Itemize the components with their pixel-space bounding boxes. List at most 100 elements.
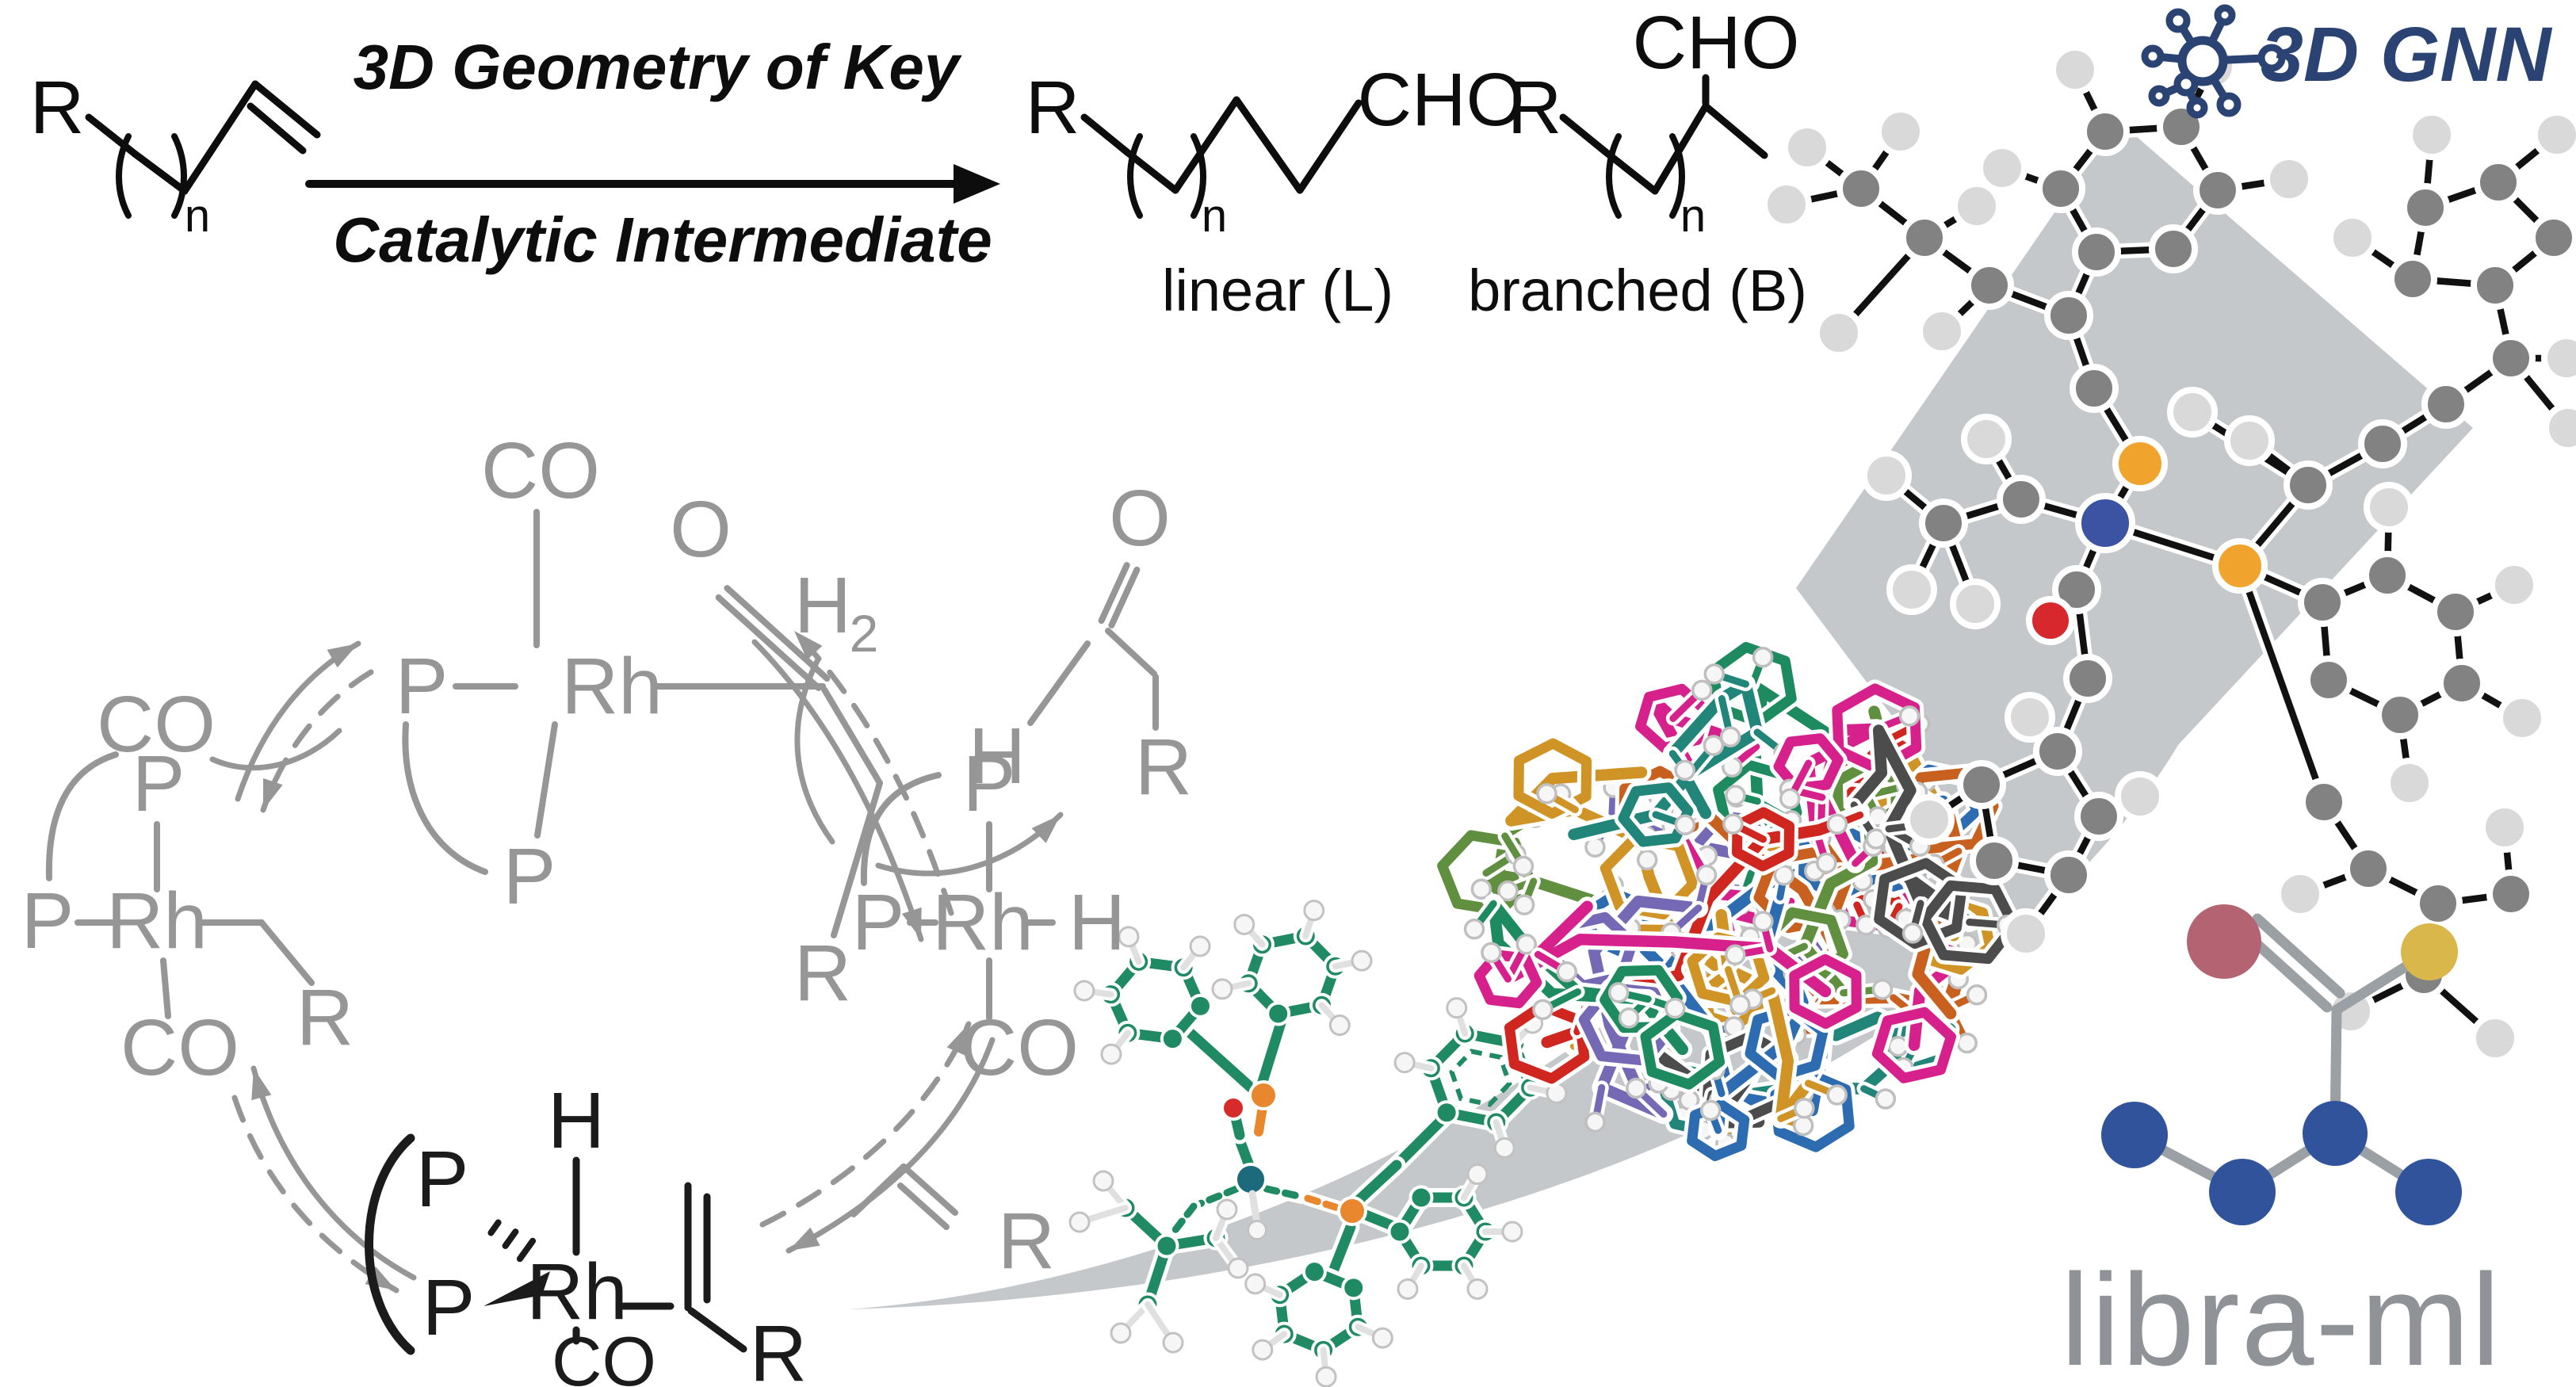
h-atom <box>1722 813 1744 835</box>
h-atom <box>1607 982 1630 1003</box>
bond <box>1559 113 1610 156</box>
yellow-node <box>2401 923 2458 980</box>
h-atom <box>1865 828 1887 850</box>
atom-label-H: H <box>1068 878 1126 967</box>
bond <box>1171 96 1240 194</box>
atom-label-P: P <box>503 832 556 921</box>
h-atom <box>1966 984 1988 1006</box>
c-atom <box>1387 1219 1412 1244</box>
atom-label-P: P <box>422 1263 476 1352</box>
h-atom <box>1719 726 1741 747</box>
p-node <box>2212 538 2268 594</box>
c-node <box>2344 844 2393 893</box>
h-atom <box>1536 783 1557 804</box>
h-atom <box>1303 900 1325 922</box>
h-node <box>2406 109 2457 160</box>
c-node <box>2486 334 2536 383</box>
network-icon <box>2141 4 2286 119</box>
arrowhead <box>251 1068 272 1101</box>
h-node <box>2384 758 2435 808</box>
paren <box>1606 133 1622 219</box>
p-node <box>2112 436 2168 491</box>
bond <box>251 80 321 139</box>
equilibrium-arrow-dashed <box>759 1021 972 1228</box>
bond <box>1328 1221 1356 1277</box>
atom-label-H: H <box>794 561 851 650</box>
phenyl-ring <box>1871 1007 1956 1083</box>
bond <box>1080 113 1131 156</box>
c-atom <box>1187 993 1213 1018</box>
phenyl-ring <box>1732 807 1794 872</box>
double-bond <box>1098 562 1130 625</box>
c-node <box>2036 164 2085 213</box>
h-node <box>2224 415 2275 466</box>
rh-atom <box>1234 1163 1267 1196</box>
scheme-title-bottom: Catalytic Intermediate <box>333 204 992 275</box>
hash-bond <box>516 1237 537 1263</box>
double-bond <box>715 594 822 691</box>
h-atom <box>1315 1366 1337 1387</box>
c-node <box>2437 659 2486 708</box>
graph-edge <box>2236 562 2328 806</box>
bond <box>1702 102 1768 159</box>
bond <box>534 721 558 839</box>
double-bond <box>2252 913 2345 999</box>
arrowhead <box>901 907 922 939</box>
h-node <box>2470 1013 2521 1064</box>
arrowhead <box>946 1024 969 1056</box>
dashed-bond <box>1168 1202 1198 1239</box>
atom-label-R: R <box>1026 66 1080 150</box>
atom-label-R: R <box>1135 723 1192 812</box>
blue-node <box>2209 1159 2276 1225</box>
equilibrium-arrow <box>785 1037 996 1254</box>
h-atom <box>1584 1111 1606 1133</box>
bond <box>258 919 315 986</box>
reaction-arrowhead <box>954 164 1000 204</box>
network-node <box>2216 92 2242 117</box>
h-atom <box>1189 935 1211 957</box>
h-node <box>2364 482 2414 533</box>
atom-label-CO: CO <box>552 1322 656 1387</box>
h-atom <box>1794 1098 1815 1119</box>
c-node <box>1900 213 1949 262</box>
rose-node <box>2187 904 2261 979</box>
bond <box>897 1183 950 1230</box>
c-node <box>1836 164 1886 213</box>
equilibrium-arrow <box>250 1065 417 1281</box>
h-atom <box>1227 1257 1249 1279</box>
c-node <box>2304 655 2353 705</box>
bond <box>1233 96 1304 194</box>
blue-node <box>2101 1102 2168 1168</box>
h-atom <box>1773 865 1795 886</box>
h-node <box>2479 802 2530 853</box>
h-node <box>2543 403 2576 453</box>
atom-label-CHO: CHO <box>1357 58 1524 142</box>
c-node <box>2471 261 2520 310</box>
double-bond <box>724 585 831 682</box>
phenyl-ring <box>1789 953 1862 1030</box>
double-bond <box>1108 566 1141 629</box>
h-atom <box>1826 1084 1848 1106</box>
h-atom <box>1901 923 1924 944</box>
atom-label-R: R <box>750 1309 807 1387</box>
libra-ml-logo: libra-ml <box>2061 904 2500 1387</box>
equilibrium-arrow <box>209 728 342 771</box>
atom-label-CO: CO <box>120 1003 239 1092</box>
h-atom <box>1446 997 1468 1019</box>
c-atom <box>1341 1275 1366 1301</box>
blue-node <box>2395 1159 2462 1225</box>
c-node <box>2149 224 2198 273</box>
c-node <box>2388 254 2437 304</box>
h-atom <box>1512 855 1535 877</box>
bond <box>1027 640 1091 726</box>
atom-label-Rh: Rh <box>526 1248 628 1336</box>
h-atom <box>1162 1332 1184 1354</box>
atom-label-Rh: Rh <box>106 877 208 965</box>
3d-gnn-badge: 3D GNN <box>2141 4 2552 119</box>
h-atom <box>1393 1052 1416 1074</box>
paren <box>1191 133 1206 219</box>
h-atom <box>1244 1273 1267 1295</box>
bond <box>1248 1190 1261 1228</box>
h-node <box>1886 564 1937 615</box>
h-node <box>2115 771 2165 822</box>
